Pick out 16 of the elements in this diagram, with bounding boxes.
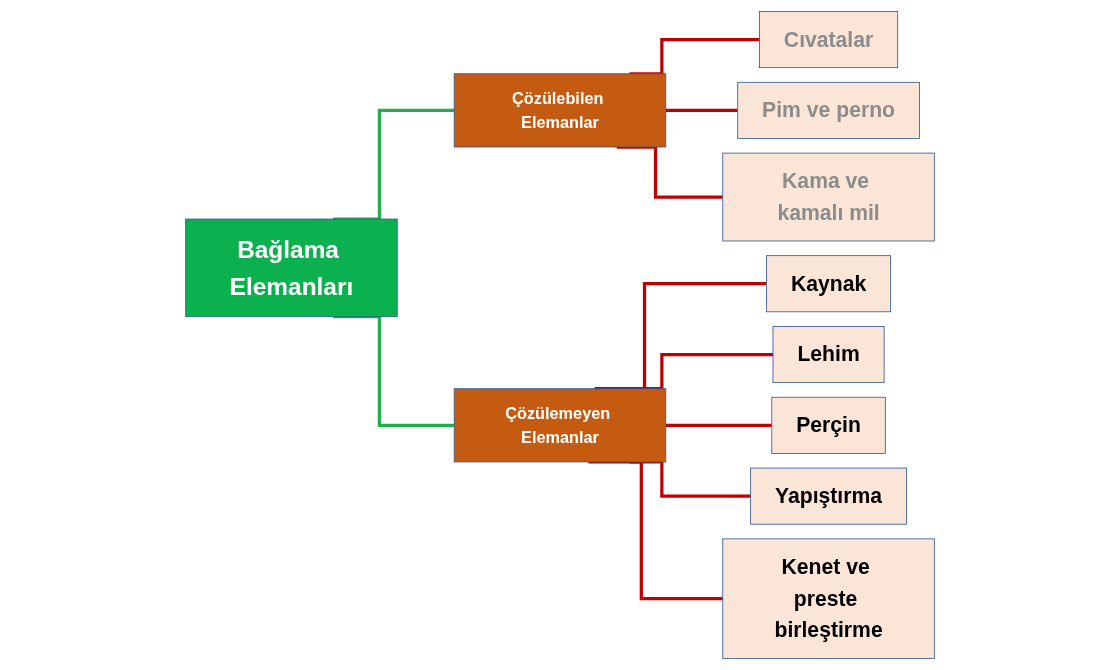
node-box: Yapıştırma (749, 467, 907, 525)
connector (587, 460, 723, 601)
node-box: Bağlama Elemanları (184, 218, 398, 318)
node-box: Kama ve kamalı mil (721, 152, 935, 242)
connector (332, 315, 454, 427)
node-box: Kenet ve preste birleştirme (721, 538, 935, 659)
node-box: Çözülemeyen Elemanlar (453, 388, 666, 463)
node-box: Perçin (770, 396, 886, 454)
node-box: Kaynak (765, 255, 891, 313)
node-box: Çözülebilen Elemanlar (453, 73, 666, 148)
node-box: Cıvatalar (758, 11, 898, 69)
connector (665, 423, 772, 427)
node-box: Lehim (772, 326, 885, 383)
connector (665, 108, 738, 112)
node-box: Pim ve perno (736, 81, 920, 139)
connector (332, 108, 454, 221)
